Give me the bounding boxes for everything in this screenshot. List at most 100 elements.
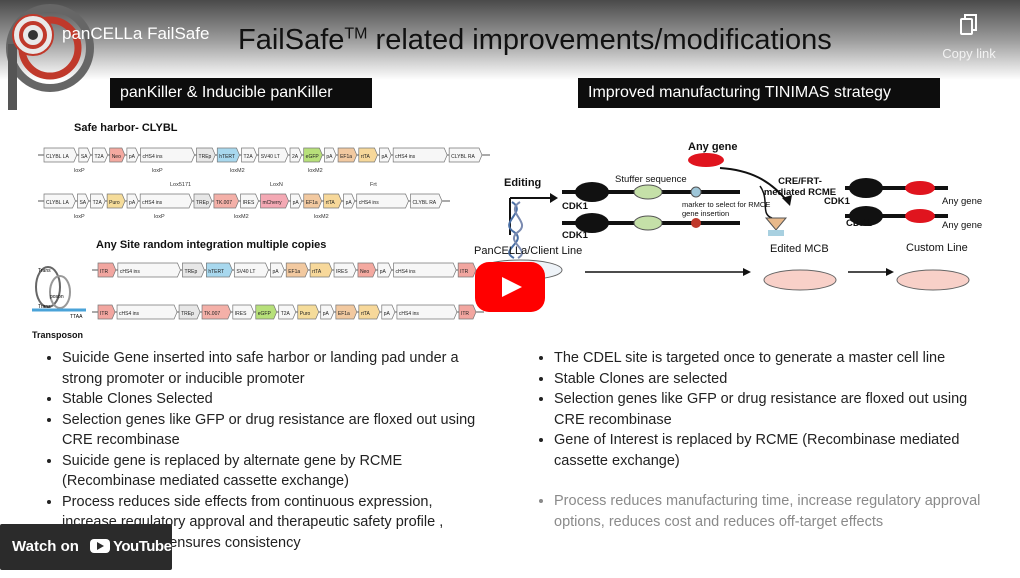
construct-element: CLYBL LA — [43, 147, 78, 163]
lox-site-label: loxM2 — [230, 168, 245, 174]
construct-element: T2A — [90, 193, 106, 209]
lox-site-label: loxM2 — [308, 168, 323, 174]
video-top-overlay — [0, 0, 1020, 80]
svg-text:T2A: T2A — [244, 154, 254, 160]
right-bullet: Selection genes like GFP or drug resista… — [554, 389, 1000, 430]
svg-text:pA: pA — [293, 200, 300, 206]
construct-element: Puro — [297, 304, 320, 320]
any-site-label: Any Site random integration multiple cop… — [96, 239, 327, 251]
construct-element: pA — [343, 193, 356, 209]
construct-element: IRES — [232, 304, 255, 320]
svg-text:CLYBL LA: CLYBL LA — [46, 154, 69, 160]
svg-text:cHS4 ins: cHS4 ins — [395, 154, 416, 160]
construct-element: cHS4 ins — [393, 262, 457, 278]
svg-text:cHS4 ins: cHS4 ins — [359, 200, 380, 206]
svg-text:pA: pA — [129, 200, 136, 206]
svg-text:eGFP: eGFP — [306, 154, 320, 160]
left-bullet: Suicide Gene inserted into safe harbor o… — [62, 348, 478, 389]
svg-text:pA: pA — [384, 311, 391, 317]
svg-text:IRES: IRES — [235, 311, 247, 317]
right-panel-header: Improved manufacturing TINIMAS strategy — [578, 78, 940, 108]
construct-element: Neo — [357, 262, 377, 278]
construct-element: pA — [324, 147, 337, 163]
construct-element: cHS4 ins — [139, 193, 193, 209]
svg-text:pA: pA — [323, 311, 330, 317]
svg-text:cHS4 ins: cHS4 ins — [396, 269, 417, 275]
youtube-wordmark: YouTube — [113, 538, 172, 555]
right-strategy-diagram: Any gene Editing Stuffer sequence marker… — [470, 140, 1010, 320]
svg-text:CLYBL RA: CLYBL RA — [451, 154, 475, 160]
play-button[interactable] — [475, 262, 545, 312]
cre-frt-label: CRE/FRT-mediated RCME — [763, 176, 837, 198]
channel-avatar[interactable] — [12, 14, 54, 56]
construct-element: CLYBL RA — [448, 147, 483, 163]
svg-text:2A: 2A — [292, 154, 299, 160]
construct-element: cHS4 ins — [396, 304, 458, 320]
svg-text:TK.007: TK.007 — [204, 311, 220, 317]
construct-element: TREp — [182, 262, 205, 278]
construct-element: T2A — [278, 304, 297, 320]
svg-text:EF1a: EF1a — [340, 154, 352, 160]
lox-site-label: loxM2 — [234, 214, 249, 220]
svg-text:rtTA: rtTA — [326, 200, 336, 206]
left-panel-header: panKiller & Inducible panKiller — [110, 78, 372, 108]
strategy-graphic — [477, 153, 970, 291]
svg-text:ITR: ITR — [460, 269, 468, 275]
construct-element: pA — [377, 262, 392, 278]
construct-element: pA — [126, 193, 139, 209]
construct-element: EF1a — [335, 304, 358, 320]
construct-element: SV40 LT — [233, 262, 269, 278]
editing-label: Editing — [504, 177, 542, 189]
channel-logo-icon — [19, 21, 47, 49]
lox-site-label: Lox5171 — [170, 182, 191, 188]
copy-link-button[interactable]: Copy link — [938, 14, 1000, 61]
svg-text:Neo: Neo — [112, 154, 121, 160]
svg-text:cHS4 ins: cHS4 ins — [399, 311, 420, 317]
construct-element: SA — [77, 193, 89, 209]
watch-on-label: Watch on — [12, 538, 79, 555]
svg-text:SA: SA — [79, 200, 86, 206]
construct-element: T2A — [241, 147, 258, 163]
copy-icon — [960, 14, 977, 35]
svg-text:ITR: ITR — [100, 269, 108, 275]
construct-element: eGFP — [303, 147, 323, 163]
slide-title-tm: TM — [344, 25, 368, 43]
left-bullets: Suicide Gene inserted into safe harbor o… — [38, 348, 478, 553]
left-bullet: Suicide gene is replaced by alternate ge… — [62, 451, 478, 492]
right-bullet: Gene of Interest is replaced by RCME (Re… — [554, 430, 1000, 471]
svg-text:pA: pA — [380, 269, 387, 275]
construct-element: rtTA — [358, 147, 378, 163]
construct-element: pA — [320, 304, 335, 320]
svg-text:cHS4 ins: cHS4 ins — [142, 200, 163, 206]
construct-element: cHS4 ins — [116, 304, 178, 320]
cdk1-label-2: CDK1 — [562, 230, 588, 241]
faded-bullet: Process reduces manufacturing time, incr… — [554, 491, 1000, 532]
watch-on-youtube-button[interactable]: Watch on YouTube — [0, 524, 172, 570]
svg-text:pA: pA — [382, 154, 389, 160]
svg-text:pA: pA — [272, 269, 279, 275]
svg-text:EF1a: EF1a — [288, 269, 300, 275]
construct-element: TREp — [193, 193, 213, 209]
construct-element: ITR — [97, 262, 117, 278]
construct-element: rtTA — [323, 193, 342, 209]
construct-element: cHS4 ins — [140, 147, 195, 163]
copy-link-label: Copy link — [942, 46, 996, 61]
slide-title-rest: related improvements/modifications — [367, 24, 832, 56]
lox-site-label: loxP — [152, 168, 163, 174]
construct-element: TREp — [178, 304, 201, 320]
svg-text:cHS4 ins: cHS4 ins — [119, 311, 140, 317]
svg-text:hTERT: hTERT — [208, 269, 224, 275]
construct-element: T2A — [92, 147, 109, 163]
svg-text:mCherry: mCherry — [263, 200, 283, 206]
svg-text:SV40 LT: SV40 LT — [261, 154, 280, 160]
construct-element: IRES — [333, 262, 357, 278]
construct-element: pA — [270, 262, 285, 278]
right-bullet: The CDEL site is targeted once to genera… — [554, 348, 1000, 369]
svg-text:CLYBL LA: CLYBL LA — [46, 200, 69, 206]
construct-element: SA — [78, 147, 91, 163]
svg-text:T2A: T2A — [281, 311, 291, 317]
svg-text:cHS4 ins: cHS4 ins — [143, 154, 164, 160]
video-title[interactable]: panCELLa FailSafe — [62, 24, 210, 43]
